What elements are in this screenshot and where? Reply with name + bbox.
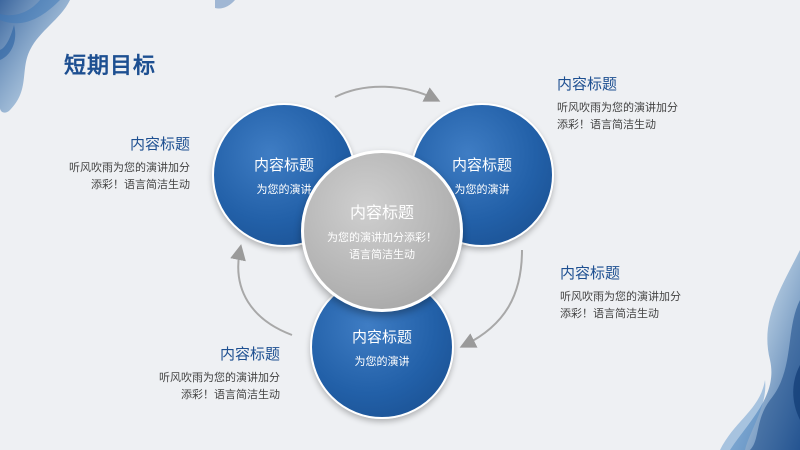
slide-title: 短期目标 — [64, 54, 157, 79]
note-left-bottom: 内容标题 听风吹雨为您的演讲加分 添彩！语言简洁生动 — [130, 343, 280, 403]
note-title: 内容标题 — [557, 75, 618, 93]
note-title: 内容标题 — [219, 345, 280, 363]
note-line-1: 听风吹雨为您的演讲加分 — [560, 290, 681, 303]
note-line-2: 添彩！语言简洁生动 — [557, 118, 656, 131]
circle-title: 内容标题 — [351, 327, 412, 346]
arrow-top — [334, 85, 441, 102]
circle-title: 内容标题 — [253, 155, 314, 174]
circle-subtitle: 为您的演讲 — [354, 354, 410, 368]
note-left-top: 内容标题 听风吹雨为您的演讲加分 添彩！语言简洁生动 — [40, 133, 190, 193]
note-line-2: 添彩！语言简洁生动 — [91, 178, 190, 191]
circle-subtitle: 为您的演讲 — [454, 182, 510, 196]
center-line-2: 语言简洁生动 — [349, 248, 415, 261]
circle-center: 内容标题 为您的演讲加分添彩！ 语言简洁生动 — [301, 150, 463, 312]
note-title: 内容标题 — [129, 135, 190, 153]
note-line-1: 听风吹雨为您的演讲加分 — [69, 161, 190, 174]
note-line-2: 添彩！语言简洁生动 — [560, 307, 659, 320]
arrow-right — [459, 249, 523, 348]
note-line-2: 添彩！语言简洁生动 — [181, 388, 280, 401]
note-right-top: 内容标题 听风吹雨为您的演讲加分 添彩！语言简洁生动 — [557, 73, 737, 133]
note-right-bottom: 内容标题 听风吹雨为您的演讲加分 添彩！语言简洁生动 — [560, 262, 740, 322]
arrow-left — [230, 244, 293, 336]
circle-subtitle: 为您的演讲 — [256, 182, 312, 196]
center-title: 内容标题 — [349, 203, 414, 222]
note-line-1: 听风吹雨为您的演讲加分 — [159, 371, 280, 384]
center-line-1: 为您的演讲加分添彩！ — [327, 231, 437, 244]
circle-title: 内容标题 — [451, 155, 512, 174]
note-line-1: 听风吹雨为您的演讲加分 — [557, 101, 678, 114]
note-title: 内容标题 — [560, 264, 621, 282]
